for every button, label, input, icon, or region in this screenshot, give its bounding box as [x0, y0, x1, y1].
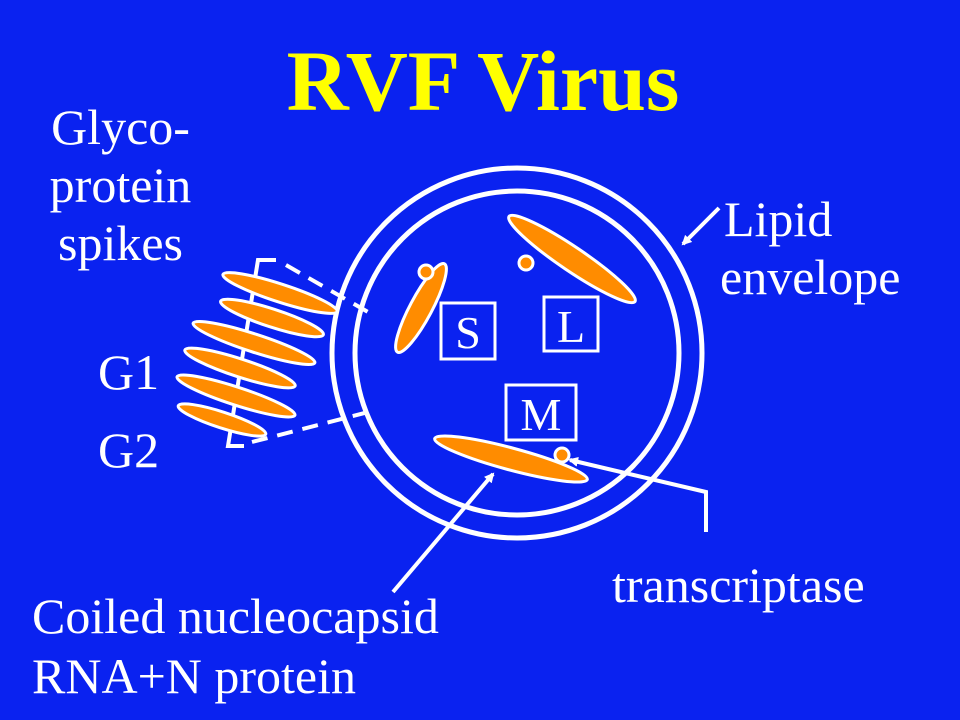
spike-5	[175, 373, 297, 419]
lipid-label-line-1: Lipid	[724, 191, 833, 247]
g1-label: G1	[98, 344, 160, 400]
nucleocapsid-segment-m	[433, 434, 589, 484]
segment-label-m: M	[521, 389, 562, 440]
spike-3	[191, 319, 317, 367]
nucleocapsid-label-line-2: RNA+N protein	[32, 648, 356, 704]
outer-envelope-circle	[329, 165, 705, 541]
spike-6	[176, 402, 268, 438]
lipid-label-line-2: envelope	[720, 249, 901, 305]
glycoprotein-label-line-3: spikes	[58, 215, 183, 271]
segment-label-s: S	[455, 307, 481, 358]
segment-box-l: L	[542, 295, 600, 353]
spike-bracket	[225, 258, 276, 448]
nucleocapsid-arrow	[391, 472, 495, 594]
spike-guide-line-top	[285, 263, 369, 314]
segment-box-s: S	[439, 301, 497, 361]
lipid-envelope-label: Lipid envelope	[720, 190, 935, 306]
page-title: RVF Virus	[286, 33, 680, 129]
lipid-envelope-arrow	[681, 206, 721, 246]
nucleocapsid-label: Coiled nucleocapsid RNA+N protein	[32, 586, 532, 706]
glycoprotein-spikes	[175, 271, 339, 438]
segment-box-m: M	[504, 383, 578, 442]
glycoprotein-label-line-2: protein	[49, 157, 192, 213]
segment-label-l: L	[557, 301, 585, 352]
nucleocapsid-label-line-1: Coiled nucleocapsid	[32, 588, 439, 644]
transcriptase-label: transcriptase	[612, 557, 865, 613]
spike-guide-line-bottom	[251, 408, 377, 444]
spike-2	[219, 297, 325, 339]
transcriptase-dot-l	[517, 254, 535, 272]
spike-1	[221, 271, 339, 315]
transcriptase-dot-s	[417, 263, 435, 281]
glycoprotein-spikes-label: Glyco- protein spikes	[28, 98, 213, 272]
g2-label: G2	[98, 422, 160, 478]
spike-4	[183, 346, 297, 390]
inner-envelope-circle	[352, 188, 682, 518]
transcriptase-arrow	[568, 456, 708, 532]
nucleocapsid-segment-l	[507, 213, 637, 305]
glycoprotein-label-line-1: Glyco-	[51, 99, 190, 155]
transcriptase-dot-m	[553, 446, 571, 464]
nucleocapsid-segment-s	[394, 262, 448, 354]
